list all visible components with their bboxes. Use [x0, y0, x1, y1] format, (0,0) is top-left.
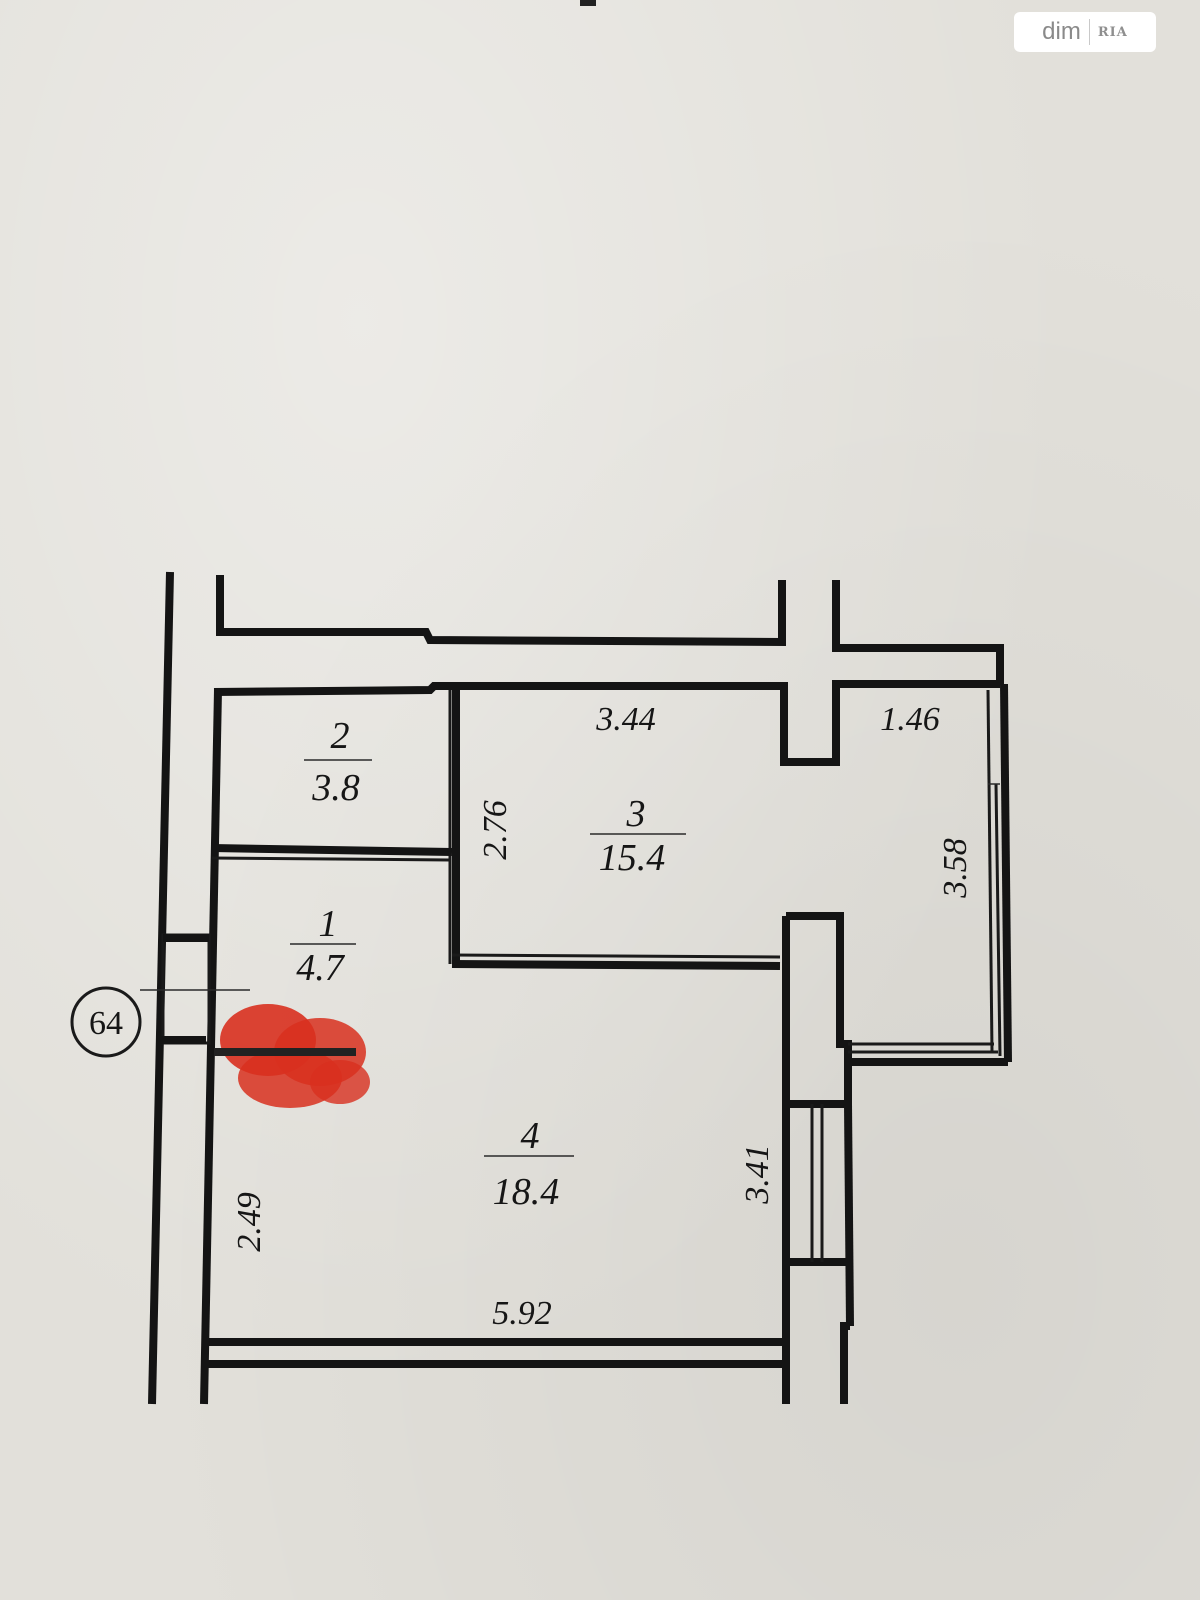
room-4-label: 4 18.4: [484, 1115, 574, 1213]
dim-hall-height: 2.49: [231, 1192, 268, 1252]
dim-room3-width: 3.44: [595, 701, 656, 738]
balcony-right-wall: [1000, 683, 1012, 1063]
red-redaction-mark: [214, 1004, 370, 1108]
room-1-number: 1: [319, 903, 338, 945]
dim-balcony-width: 1.46: [880, 701, 940, 738]
dim-ria-watermark: dim RIA: [1014, 12, 1156, 52]
wall-room2-hall: [211, 844, 453, 856]
entrance-door-frame: [161, 933, 211, 1045]
room-4-number: 4: [521, 1115, 540, 1157]
apartment-number-marker: [70, 986, 142, 1058]
room-1-area: 4.7: [296, 947, 346, 989]
balcony-window-line-2: [994, 783, 1002, 1057]
dim-room4-width: 5.92: [492, 1295, 552, 1332]
room-4-area: 18.4: [493, 1171, 560, 1213]
room-3-area: 15.4: [599, 837, 666, 879]
structural-column: [786, 912, 852, 1104]
room-3-number: 3: [626, 793, 646, 835]
apartment-wall-left: [200, 689, 222, 1405]
dim-room3-height: 2.76: [477, 800, 514, 860]
apartment-number-label: 64: [89, 1005, 123, 1042]
room-2-label: 2 3.8: [304, 715, 372, 809]
watermark-divider: [1088, 19, 1090, 45]
apartment-top-wall: [213, 680, 1000, 766]
balcony-window-line-1: [986, 689, 994, 1053]
room-3-label: 3 15.4: [590, 793, 686, 879]
right-lower-wall: [840, 1322, 850, 1404]
dim-balcony-height: 3.58: [937, 838, 974, 899]
room-2-area: 3.8: [311, 767, 360, 809]
top-edge-mark: [580, 0, 596, 6]
top-right-neighbor-wall: [832, 580, 1004, 684]
window-outer-wall: [844, 1103, 854, 1327]
wall-room2-hall-inner: [211, 856, 451, 862]
dim-room4-height: 3.41: [739, 1144, 776, 1205]
watermark-brand: dim: [1042, 18, 1081, 45]
wall-room3-bottom: [451, 960, 781, 970]
room-1-label: 1 4.7: [290, 903, 356, 989]
wall-room3-bottom-inner: [451, 953, 781, 959]
top-neighbor-wall: [216, 575, 786, 647]
corridor-wall-left: [148, 571, 174, 1405]
room-2-number: 2: [331, 715, 350, 757]
watermark-logo: RIA: [1097, 24, 1128, 40]
